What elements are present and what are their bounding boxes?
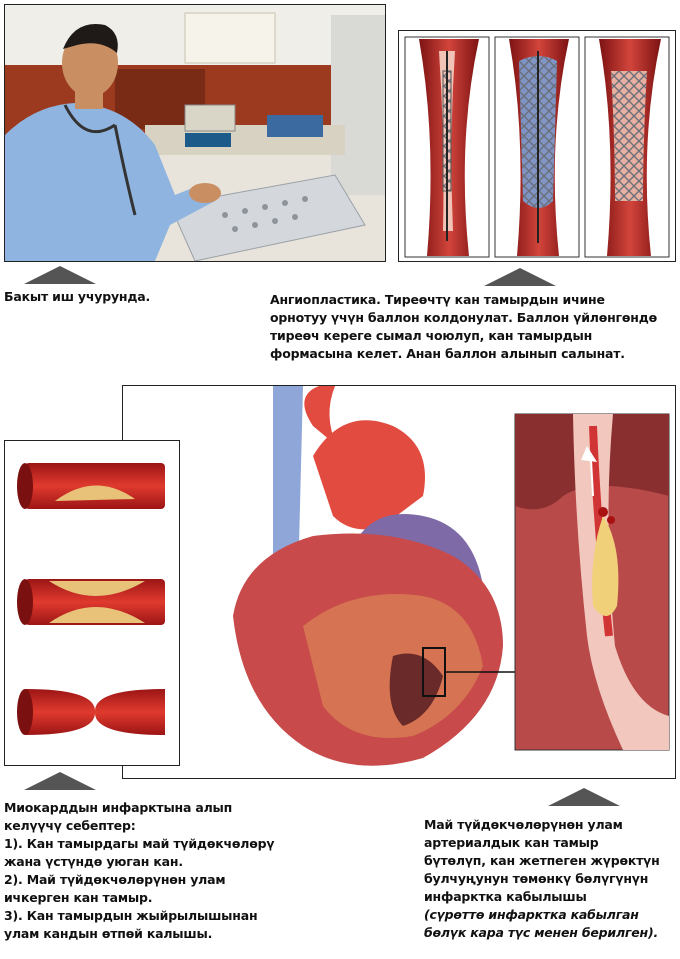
infarct-pointer [548, 788, 620, 806]
causes-caption: Миокарддын инфарктына алып келүүчү себеп… [4, 800, 275, 941]
doctor-photo [4, 4, 386, 262]
doctor-photo-illustration [5, 5, 385, 261]
angioplasty-illustration [404, 36, 670, 258]
infarct-caption: Май түйдөкчөлөрүнөн улам артериалдык кан… [424, 817, 660, 940]
photo-pointer [24, 266, 96, 284]
angioplasty-pointer [484, 268, 556, 286]
causes-illustration [17, 463, 165, 735]
heart-illustration [233, 386, 670, 766]
photo-caption: Бакыт иш учурунда. [4, 289, 151, 304]
causes-panel [4, 440, 180, 766]
angioplasty-caption: Ангиопластика. Тиреөчтү кан тамырдын ичи… [270, 292, 657, 361]
angioplasty-panel [398, 30, 676, 262]
heart-panel [122, 385, 676, 779]
causes-pointer [24, 772, 96, 790]
